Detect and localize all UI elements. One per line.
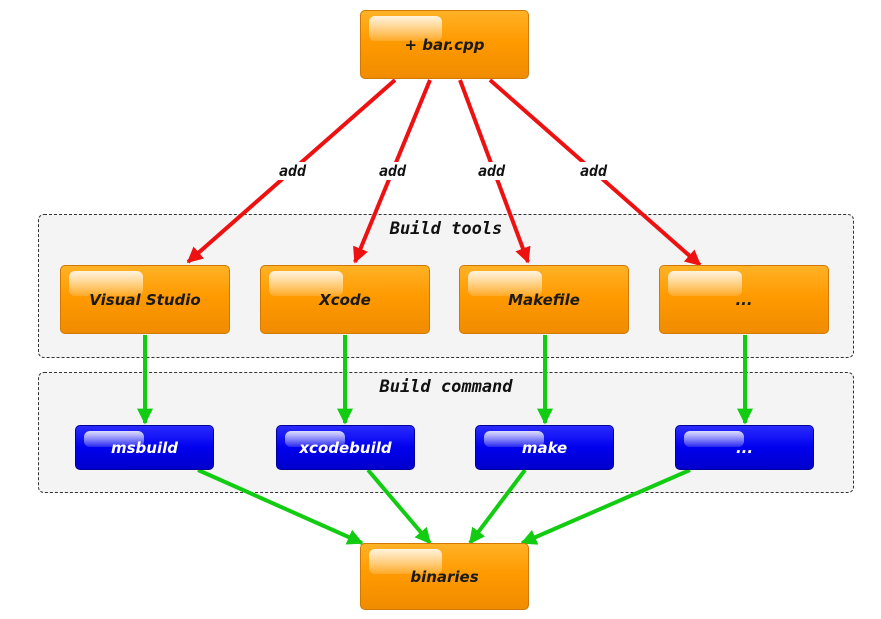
source-node-label: + bar.cpp	[404, 35, 485, 54]
command-node-label: xcodebuild	[299, 438, 392, 457]
tool-node-visual-studio: Visual Studio	[60, 265, 230, 334]
command-node-make: make	[475, 425, 614, 470]
tool-node-label: ...	[735, 290, 753, 309]
edge-label-add: add	[577, 162, 611, 180]
target-node-binaries: binaries	[360, 543, 529, 610]
tool-node-other: ...	[659, 265, 829, 334]
output-edge-xcodebuild	[366, 468, 432, 545]
command-node-other: ...	[675, 425, 814, 470]
tool-node-label: Visual Studio	[89, 290, 201, 309]
command-node-msbuild: msbuild	[75, 425, 214, 470]
build-tools-title: Build tools	[389, 219, 503, 239]
output-edge-msbuild	[197, 468, 364, 545]
build-command-title: Build command	[379, 377, 513, 397]
target-node-label: binaries	[410, 567, 479, 586]
command-node-label: msbuild	[111, 438, 178, 457]
edge-label-add: add	[475, 162, 509, 180]
tool-node-label: Xcode	[319, 290, 371, 309]
output-edge-other	[520, 468, 691, 545]
tool-node-makefile: Makefile	[459, 265, 629, 334]
tool-node-label: Makefile	[508, 290, 580, 309]
command-node-label: make	[521, 438, 568, 457]
edge-label-add: add	[376, 162, 410, 180]
source-node-bar-cpp: + bar.cpp	[360, 10, 529, 79]
output-edge-make	[468, 468, 527, 545]
command-node-xcodebuild: xcodebuild	[276, 425, 415, 470]
tool-node-xcode: Xcode	[260, 265, 430, 334]
edge-label-add: add	[276, 162, 310, 180]
command-node-label: ...	[735, 438, 754, 457]
